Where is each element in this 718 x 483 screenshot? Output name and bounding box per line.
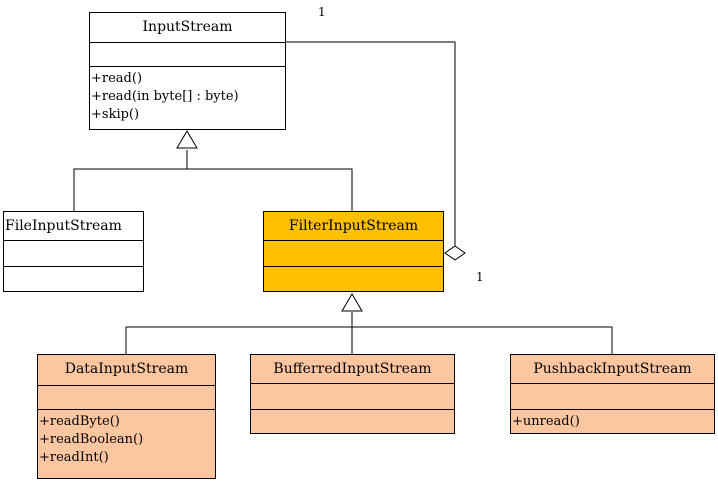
class-name: FileInputStream xyxy=(4,212,143,241)
attributes-compartment xyxy=(264,241,443,267)
aggregation-line xyxy=(286,41,456,246)
attributes-compartment xyxy=(511,384,714,410)
class-name: DataInputStream xyxy=(38,355,215,386)
operations-compartment: +read() +read(in byte[] : byte) +skip() xyxy=(90,67,285,124)
operations-compartment: +unread() xyxy=(511,410,714,431)
generalization-line-data xyxy=(125,312,353,354)
generalization-arrow-filterinputstream xyxy=(341,293,363,312)
operation: +read() xyxy=(91,71,143,86)
generalization-line-filter xyxy=(187,168,353,211)
attributes-compartment xyxy=(38,386,215,410)
operation: +readByte() xyxy=(39,414,120,429)
class-name: PushbackInputStream xyxy=(511,355,714,384)
class-name: InputStream xyxy=(90,13,285,43)
generalization-line-pushback xyxy=(352,326,613,354)
generalization-arrow-inputstream xyxy=(176,130,198,149)
aggregation-diamond xyxy=(444,245,466,261)
class-file-input-stream[interactable]: FileInputStream xyxy=(3,211,144,292)
operation: +unread() xyxy=(512,414,580,429)
class-input-stream[interactable]: InputStream +read() +read(in byte[] : by… xyxy=(89,12,286,130)
attributes-compartment xyxy=(90,43,285,67)
operations-compartment xyxy=(4,267,143,270)
class-buffered-input-stream[interactable]: BufferredInputStream xyxy=(250,354,455,434)
multiplicity-bottom: 1 xyxy=(476,270,484,284)
class-pushback-input-stream[interactable]: PushbackInputStream +unread() xyxy=(510,354,715,434)
operation: +readBoolean() xyxy=(39,432,144,447)
generalization-line-file xyxy=(73,150,188,211)
multiplicity-top: 1 xyxy=(318,5,326,19)
operation: +read(in byte[] : byte) xyxy=(91,89,239,104)
operations-compartment: +readByte() +readBoolean() +readInt() xyxy=(38,410,215,467)
class-filter-input-stream[interactable]: FilterInputStream xyxy=(263,211,444,292)
operation: +skip() xyxy=(91,107,140,122)
attributes-compartment xyxy=(4,241,143,267)
attributes-compartment xyxy=(251,384,454,410)
class-name: FilterInputStream xyxy=(264,212,443,241)
class-name: BufferredInputStream xyxy=(251,355,454,384)
operations-compartment xyxy=(251,410,454,413)
operations-compartment xyxy=(264,267,443,270)
operation: +readInt() xyxy=(39,450,109,465)
class-data-input-stream[interactable]: DataInputStream +readByte() +readBoolean… xyxy=(37,354,216,479)
